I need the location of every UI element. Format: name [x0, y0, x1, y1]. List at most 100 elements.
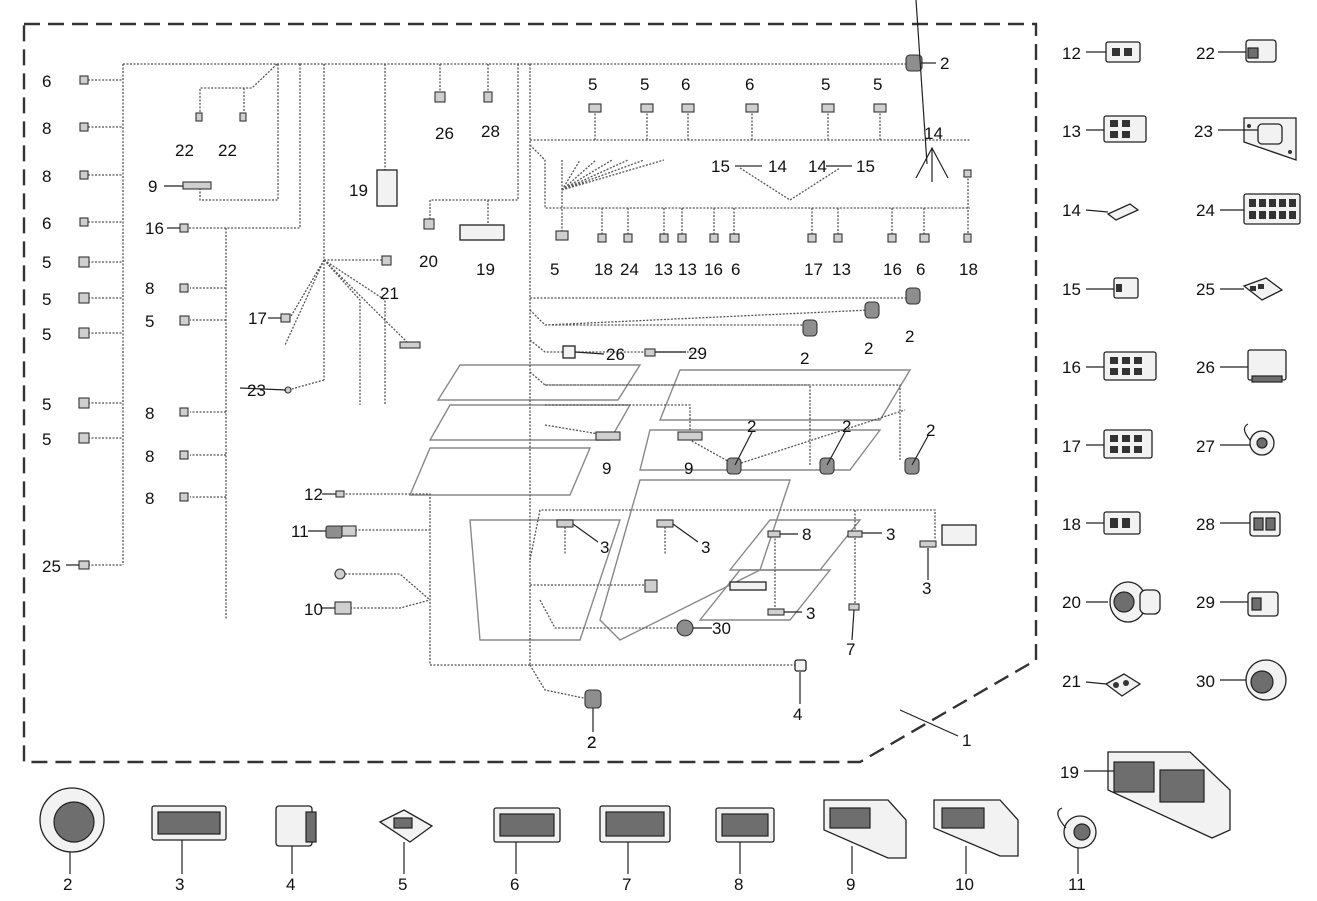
harness-wires: [88, 63, 970, 701]
label-center-top: 19: [476, 260, 495, 279]
label-lower-center: 9: [684, 459, 693, 478]
label-lower-center: 2: [587, 733, 596, 752]
part-label: 12: [1062, 44, 1081, 63]
label-right-row: 6: [916, 260, 925, 279]
label-right-row: 16: [883, 260, 902, 279]
connector-2pin-latch-icon: [1218, 39, 1277, 63]
label-right-top: 14: [808, 157, 827, 176]
label-right-row: 18: [594, 260, 613, 279]
connector-6pin-icon: [1086, 429, 1153, 459]
part-label: 21: [1062, 672, 1081, 691]
relay-socket-icon: [1220, 349, 1287, 383]
label-top-left: 22: [175, 141, 194, 160]
ecu-connector-half-icon: [823, 799, 907, 874]
connector-2pin-icon: [1086, 41, 1141, 63]
part-label: 9: [846, 875, 855, 894]
connector-12pin-icon: [715, 807, 775, 874]
label-lower-right: 3: [886, 525, 895, 544]
label-lower-right: 4: [793, 705, 802, 724]
label-top-left: 16: [145, 219, 164, 238]
label-lower-right: 7: [846, 640, 855, 659]
label-lower-center: 2: [747, 417, 756, 436]
label-left-rail: 5: [42, 325, 51, 344]
label-mid-column: 8: [145, 279, 154, 298]
label-right-row: 24: [620, 260, 639, 279]
label-right-row: 13: [832, 260, 851, 279]
part-label: 20: [1062, 593, 1081, 612]
connector-16pin-icon: [599, 805, 671, 874]
part-label: 8: [734, 875, 743, 894]
round-connector-icon: [1220, 659, 1287, 701]
part-label: 28: [1196, 515, 1215, 534]
label-right-row: 5: [550, 260, 559, 279]
label-mid-column: 8: [145, 404, 154, 423]
connector-2pin-latch-icon: [1220, 511, 1281, 537]
part-label: 16: [1062, 358, 1081, 377]
bottom-parts: 2 3 4 5 6 7 8 9 10 11: [39, 787, 1097, 894]
label-lower-center: 2: [864, 339, 873, 358]
label-left-rail: 6: [42, 72, 51, 91]
relay-socket-icon: [275, 805, 317, 874]
label-right-top: 5: [821, 75, 830, 94]
label-right-top: 14: [924, 124, 943, 143]
part-label: 2: [63, 875, 72, 894]
connector-2pin-latch-icon: [1220, 591, 1279, 617]
part-label: 22: [1196, 44, 1215, 63]
label-left-rail: 5: [42, 395, 51, 414]
label-right-row: 6: [731, 260, 740, 279]
label-left-rail: 8: [42, 167, 51, 186]
label-left-rail: 6: [42, 214, 51, 233]
round-plug-cap-icon: [1057, 807, 1097, 874]
part-label: 15: [1062, 280, 1081, 299]
label-right-row: 13: [678, 260, 697, 279]
label-mid-column: 8: [145, 447, 154, 466]
dsub-connector-icon: [1218, 117, 1297, 161]
connector-20pin-icon: [151, 805, 227, 874]
round-connector-icon: [39, 787, 105, 874]
label-center-top: 19: [349, 181, 368, 200]
part-label: 3: [175, 875, 184, 894]
label-top-left: 9: [148, 177, 157, 196]
label-left-rail: 25: [42, 557, 61, 576]
part-label: 7: [622, 875, 631, 894]
connector-6pin-icon: [1086, 351, 1157, 381]
label-top-left: 22: [218, 141, 237, 160]
part-label: 18: [1062, 515, 1081, 534]
label-left-rail: 5: [42, 290, 51, 309]
label-lower-right: 3: [701, 538, 710, 557]
label-lower-right: 30: [712, 619, 731, 638]
terminal-sleeve-icon: [1085, 203, 1140, 221]
label-right-top: 5: [873, 75, 882, 94]
label-center-top: 26: [435, 124, 454, 143]
assembly-label: 1: [962, 731, 971, 750]
side-parts: 12 22 13 23 14 24 15 25 16 26 17 27 18 2…: [1060, 39, 1301, 839]
label-mid-column: 5: [145, 312, 154, 331]
harness-connectors: [78, 54, 977, 709]
label-lower-center: 9: [602, 459, 611, 478]
label-left-rail: 5: [42, 430, 51, 449]
round-plug-cap-icon: [1220, 423, 1275, 456]
watermark-graphic: [408, 364, 912, 641]
label-lower-left: 11: [291, 522, 309, 541]
label-right-top: 6: [681, 75, 690, 94]
part-label: 29: [1196, 593, 1215, 612]
label-right-row: 13: [654, 260, 673, 279]
assembly-frame: [22, 22, 1038, 764]
label-right-row: 18: [959, 260, 978, 279]
label-center-top: 17: [248, 309, 267, 328]
part-label: 30: [1196, 672, 1215, 691]
part-label: 13: [1062, 122, 1081, 141]
part-label: 14: [1062, 201, 1081, 220]
label-right-top: 2: [940, 54, 949, 73]
connector-4pin-icon: [1086, 115, 1147, 143]
label-right-row: 16: [704, 260, 723, 279]
connector-small-latch-icon: [1220, 277, 1284, 301]
part-label: 27: [1196, 437, 1215, 456]
assembly-leader: [899, 709, 959, 737]
label-lower-center: 2: [926, 421, 935, 440]
label-center-top: 20: [419, 252, 438, 271]
ecu-connector-icon: [1084, 751, 1231, 839]
label-center-top: 28: [481, 122, 500, 141]
